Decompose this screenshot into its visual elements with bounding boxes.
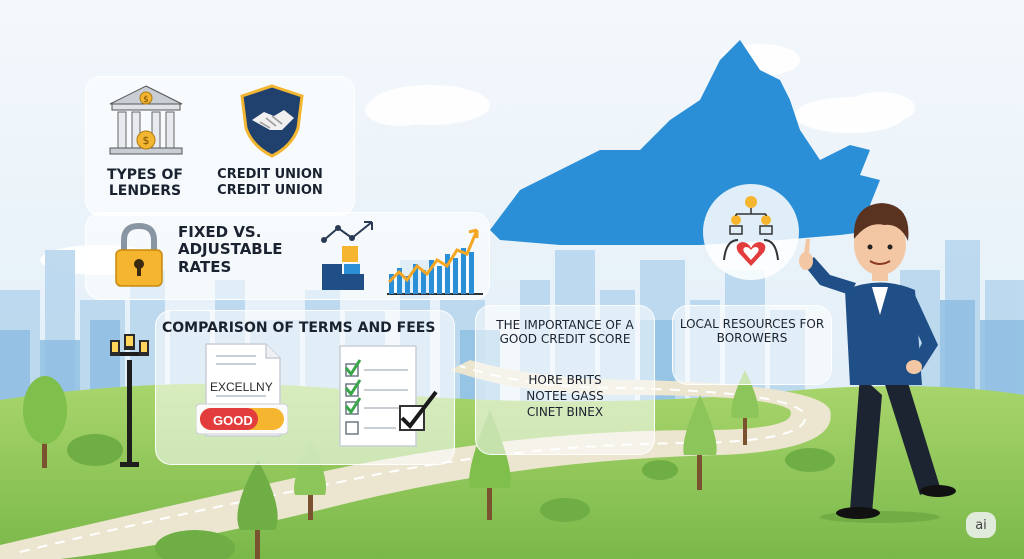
credit-score-item: CINET BINEX [526, 405, 604, 419]
blocks-chart-icon [321, 221, 373, 290]
ai-watermark-badge: ai [966, 512, 996, 538]
bar-chart-icon [387, 228, 483, 295]
handshake-shield-icon [240, 84, 304, 158]
credit-score-item: NOTEE GASS [526, 389, 604, 403]
family-heart-icon [703, 184, 799, 280]
rating-text: EXCELLNY [210, 380, 273, 394]
fixed-vs-adjustable-label: FIXED VS. ADJUSTABLE RATES [178, 223, 283, 276]
svg-text:$: $ [143, 95, 149, 105]
svg-text:$: $ [143, 134, 150, 147]
local-resources-panel [672, 305, 832, 385]
checklist-icon [339, 345, 438, 447]
credit-union-label-1: CREDIT UNION [217, 167, 323, 182]
credit-score-item: HORE BRITS [528, 373, 602, 387]
credit-score-title: THE IMPORTANCE OF A GOOD CREDIT SCORE [496, 318, 634, 346]
local-resources-label: LOCAL RESOURCES FOR BOROWERS [679, 317, 825, 345]
trees [23, 370, 835, 559]
virginia-state-map [490, 40, 890, 245]
credit-score-panel [475, 305, 655, 455]
businessman-figure [799, 203, 956, 523]
comparison-label: COMPARISON OF TERMS AND FEES [162, 320, 436, 336]
credit-union-label-2: CREDIT UNION [217, 183, 323, 198]
ai-watermark-text: ai [975, 517, 987, 533]
street-lamp [110, 334, 149, 467]
good-label: GOOD [213, 413, 253, 428]
types-of-lenders-label: TYPES OF LENDERS [107, 167, 183, 200]
credit-report-document-icon [196, 343, 288, 437]
bank-icon: $ $ [109, 85, 183, 155]
padlock-icon [115, 222, 163, 287]
